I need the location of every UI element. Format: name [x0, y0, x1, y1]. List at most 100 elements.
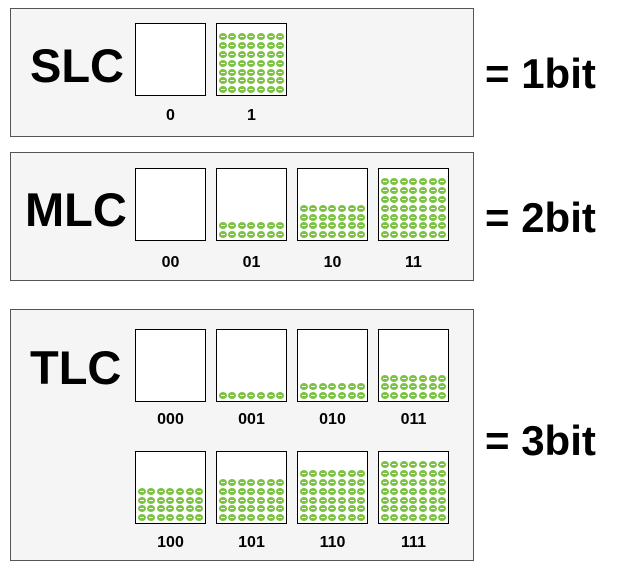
electron-dot-icon [276, 231, 285, 239]
electron-dot-icon [257, 33, 266, 41]
electron-dot-icon [390, 514, 399, 522]
electron-dot-icon [399, 478, 408, 486]
electron-dot-icon [228, 50, 237, 58]
electron-dot-icon [409, 213, 418, 221]
electron-dot-icon [237, 77, 246, 85]
tlc-code-000: 000 [157, 411, 184, 428]
electron-dot-icon [299, 496, 308, 504]
electron-dot-icon [438, 187, 447, 195]
electron-dot-icon [328, 222, 337, 230]
electron-dot-icon [218, 514, 227, 522]
charge-fill [379, 177, 448, 240]
electron-dot-icon [428, 178, 437, 186]
electron-dot-icon [237, 68, 246, 76]
electron-dot-icon [390, 505, 399, 513]
electron-dot-icon [409, 487, 418, 495]
electron-dot-icon [247, 392, 256, 400]
electron-dot-icon [338, 487, 347, 495]
electron-dot-icon [166, 514, 175, 522]
electron-dot-icon [428, 470, 437, 478]
electron-dot-icon [390, 478, 399, 486]
electron-dot-icon [218, 33, 227, 41]
electron-dot-icon [409, 470, 418, 478]
electron-dot-icon [328, 478, 337, 486]
electron-dot-icon [380, 213, 389, 221]
electron-dot-icon [357, 487, 366, 495]
electron-dot-icon [266, 222, 275, 230]
electron-dot-icon [399, 392, 408, 400]
electron-dot-icon [419, 496, 428, 504]
electron-dot-icon [409, 478, 418, 486]
electron-dot-icon [380, 204, 389, 212]
electron-dot-icon [266, 231, 275, 239]
electron-dot-icon [257, 514, 266, 522]
charge-fill [217, 391, 286, 401]
electron-dot-icon [247, 86, 256, 94]
electron-dot-icon [247, 33, 256, 41]
electron-dot-icon [328, 514, 337, 522]
electron-dot-icon [318, 204, 327, 212]
tlc-cell-011 [378, 329, 449, 402]
electron-dot-icon [338, 478, 347, 486]
electron-dot-icon [309, 392, 318, 400]
electron-dot-icon [218, 487, 227, 495]
electron-dot-icon [438, 392, 447, 400]
electron-dot-icon [380, 222, 389, 230]
electron-dot-icon [318, 496, 327, 504]
electron-dot-icon [419, 231, 428, 239]
electron-dot-icon [409, 204, 418, 212]
electron-dot-icon [276, 50, 285, 58]
electron-dot-icon [257, 505, 266, 513]
electron-dot-icon [380, 505, 389, 513]
electron-dot-icon [185, 505, 194, 513]
electron-dot-icon [195, 496, 204, 504]
electron-dot-icon [438, 231, 447, 239]
electron-dot-icon [237, 478, 246, 486]
electron-dot-icon [438, 213, 447, 221]
electron-dot-icon [228, 231, 237, 239]
electron-dot-icon [218, 59, 227, 67]
electron-dot-icon [357, 514, 366, 522]
electron-dot-icon [257, 42, 266, 50]
electron-dot-icon [380, 178, 389, 186]
electron-dot-icon [428, 213, 437, 221]
electron-dot-icon [309, 213, 318, 221]
electron-dot-icon [428, 478, 437, 486]
electron-dot-icon [399, 470, 408, 478]
charge-fill [298, 382, 367, 401]
electron-dot-icon [338, 204, 347, 212]
electron-dot-icon [237, 487, 246, 495]
electron-dot-icon [380, 195, 389, 203]
electron-dot-icon [328, 204, 337, 212]
electron-dot-icon [438, 514, 447, 522]
electron-dot-icon [228, 59, 237, 67]
electron-dot-icon [380, 383, 389, 391]
electron-dot-icon [228, 505, 237, 513]
electron-dot-icon [328, 392, 337, 400]
mlc-result: = 2bit [485, 194, 596, 241]
slc-label: SLC [30, 39, 124, 92]
electron-dot-icon [299, 514, 308, 522]
tlc-cell-100 [135, 451, 206, 524]
electron-dot-icon [237, 514, 246, 522]
electron-dot-icon [390, 195, 399, 203]
electron-dot-icon [328, 496, 337, 504]
electron-dot-icon [176, 505, 185, 513]
electron-dot-icon [228, 222, 237, 230]
electron-dot-icon [318, 383, 327, 391]
electron-dot-icon [347, 514, 356, 522]
electron-dot-icon [347, 383, 356, 391]
electron-dot-icon [195, 505, 204, 513]
electron-dot-icon [438, 383, 447, 391]
electron-dot-icon [247, 514, 256, 522]
electron-dot-icon [419, 195, 428, 203]
electron-dot-icon [237, 33, 246, 41]
electron-dot-icon [338, 496, 347, 504]
electron-dot-icon [357, 383, 366, 391]
mlc-label: MLC [25, 183, 127, 236]
tlc-label: TLC [30, 341, 122, 394]
electron-dot-icon [156, 496, 165, 504]
electron-dot-icon [166, 487, 175, 495]
mlc-code-00: 00 [161, 254, 180, 271]
electron-dot-icon [247, 487, 256, 495]
